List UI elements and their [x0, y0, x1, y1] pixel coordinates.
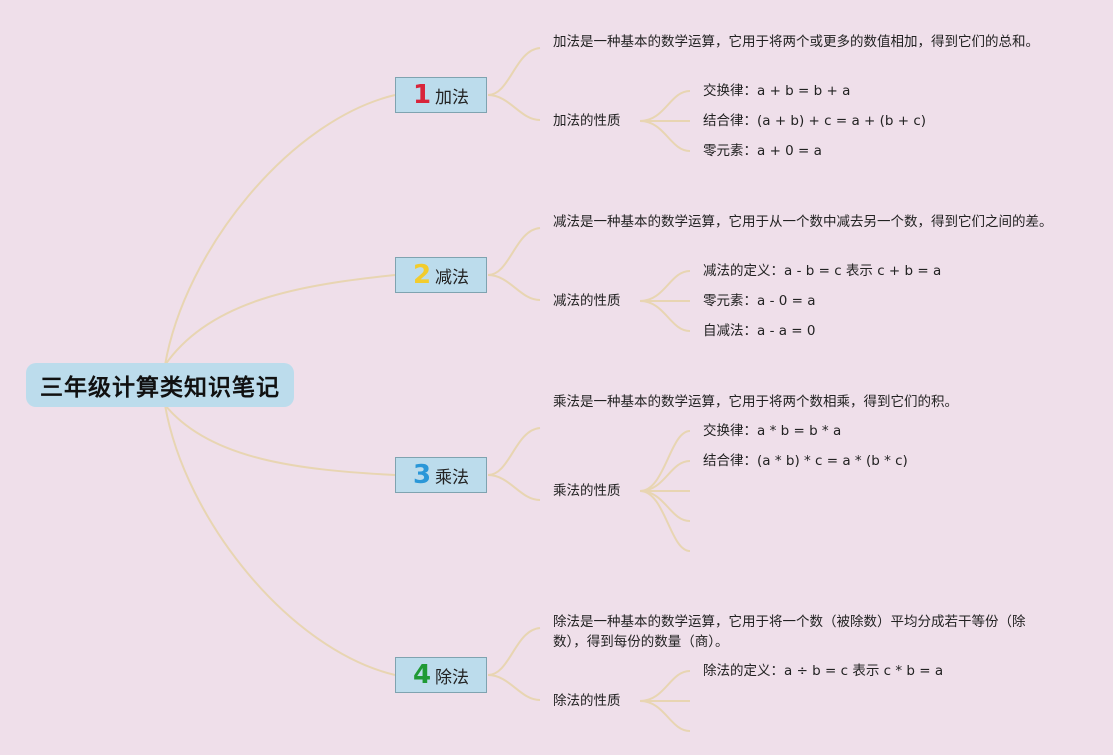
- connector-def-2: [487, 227, 541, 276]
- property-multiplication-2: 结合律：(a * b) * c = a * (b * c): [703, 453, 908, 469]
- root-node[interactable]: 三年级计算类知识笔记: [26, 363, 294, 407]
- connector-root-4: [164, 404, 396, 676]
- property-addition-1: 交换律：a + b = b + a: [703, 83, 851, 99]
- property-division-1: 除法的定义：a ÷ b = c 表示 c * b = a: [703, 663, 944, 679]
- branch-node-subtraction[interactable]: 2 减法: [395, 257, 487, 293]
- branch-number-2: 2: [412, 260, 432, 290]
- branch-label-division: 除法: [435, 667, 470, 688]
- connector-root-2: [164, 274, 396, 366]
- property-subtraction-1: 减法的定义：a - b = c 表示 c + b = a: [703, 263, 942, 279]
- definition-division: 除法是一种基本的数学运算，它用于将一个数（被除数）平均分成若干等份（除数），得到…: [553, 614, 1026, 650]
- connector-item-4-1: [639, 670, 691, 702]
- property-multiplication-1: 交换律：a * b = b * a: [703, 423, 842, 439]
- connector-item-1-3: [639, 120, 691, 152]
- property-subtraction-3: 自减法：a - a = 0: [703, 323, 816, 339]
- branch-label-subtraction: 减法: [435, 267, 470, 288]
- branch-number-1: 1: [412, 80, 432, 110]
- connector-prop-3: [487, 474, 541, 501]
- property-addition-3: 零元素：a + 0 = a: [703, 143, 822, 159]
- branch-node-division[interactable]: 4 除法: [395, 657, 487, 693]
- connector-item-2-1: [639, 270, 691, 302]
- connector-item-1-1: [639, 90, 691, 122]
- branch-label-multiplication: 乘法: [435, 467, 470, 488]
- connector-item-2-3: [639, 300, 691, 332]
- properties-label-multiplication: 乘法的性质: [553, 483, 621, 499]
- connector-item-3-5: [639, 490, 691, 552]
- connector-def-4: [487, 627, 541, 676]
- connector-item-4-3: [639, 700, 691, 732]
- branch-label-addition: 加法: [435, 87, 470, 108]
- root-label: 三年级计算类知识笔记: [40, 375, 280, 401]
- property-subtraction-2: 零元素：a - 0 = a: [703, 293, 816, 309]
- properties-label-addition: 加法的性质: [553, 113, 621, 129]
- definition-subtraction: 减法是一种基本的数学运算，它用于从一个数中减去另一个数，得到它们之间的差。: [553, 214, 1053, 230]
- connector-def-3: [487, 427, 541, 476]
- connector-item-3-1: [639, 430, 691, 492]
- branch-number-4: 4: [412, 660, 432, 690]
- branch-number-3: 3: [412, 460, 432, 490]
- connector-root-3: [164, 404, 396, 476]
- definition-addition: 加法是一种基本的数学运算，它用于将两个或更多的数值相加，得到它们的总和。: [553, 34, 1039, 50]
- branch-node-addition[interactable]: 1 加法: [395, 77, 487, 113]
- connector-def-1: [487, 47, 541, 96]
- properties-label-division: 除法的性质: [553, 693, 621, 709]
- connector-prop-4: [487, 674, 541, 701]
- branch-node-multiplication[interactable]: 3 乘法: [395, 457, 487, 493]
- properties-label-subtraction: 减法的性质: [553, 293, 621, 309]
- connector-prop-2: [487, 274, 541, 301]
- connector-prop-1: [487, 94, 541, 121]
- property-addition-2: 结合律：(a + b) + c = a + (b + c): [703, 113, 927, 129]
- connector-root-1: [164, 94, 396, 366]
- definition-multiplication: 乘法是一种基本的数学运算，它用于将两个数相乘，得到它们的积。: [553, 394, 958, 410]
